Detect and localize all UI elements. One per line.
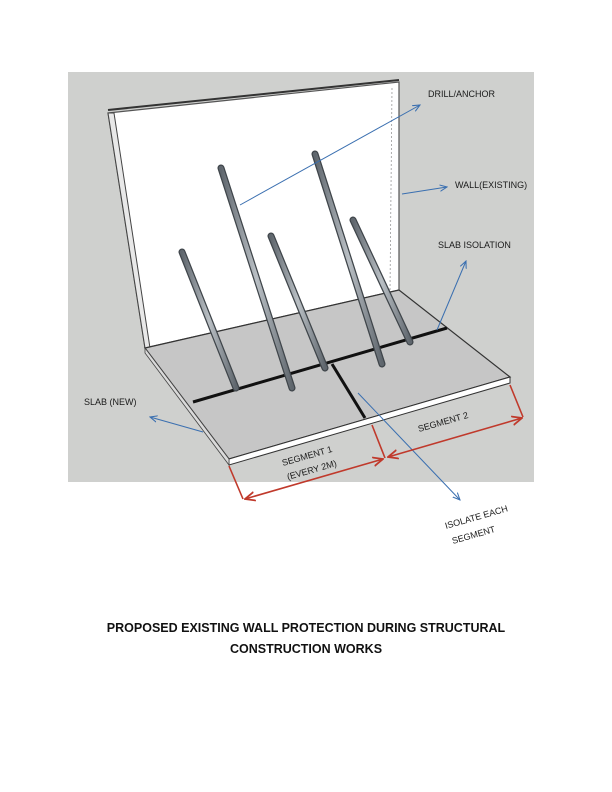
slab-isolation-arrow: [436, 261, 466, 331]
segment-isolation-line: [330, 363, 367, 419]
segment-2-extension-right: [509, 384, 524, 418]
wall-back-edge: [389, 87, 393, 291]
slab-isolation-label: SLAB ISOLATION: [438, 240, 511, 250]
wall-existing-label: WALL(EXISTING): [455, 180, 527, 190]
diagram-caption: PROPOSED EXISTING WALL PROTECTION DURING…: [60, 618, 552, 660]
anchor-rods: [178, 150, 414, 392]
wall-top-edge: [107, 79, 400, 111]
segment-1-extension-left: [228, 465, 244, 500]
wall-existing-arrow: [401, 187, 447, 195]
drill-anchor-label: DRILL/ANCHOR: [428, 89, 496, 99]
isolate-each-label: ISOLATE EACH: [444, 503, 509, 530]
caption-line-2: CONSTRUCTION WORKS: [229, 642, 383, 656]
slab-left-edge: [144, 346, 230, 467]
segment-1-extension-right: [371, 424, 386, 459]
segment-2-dimension-arrow: [388, 418, 522, 457]
segment-1-dimension-arrow: [245, 459, 383, 499]
slab-new-label: SLAB (NEW): [84, 397, 137, 407]
caption-line-1: PROPOSED EXISTING WALL PROTECTION DURING…: [106, 621, 506, 635]
slab-new-arrow: [150, 417, 204, 433]
drill-anchor-arrow: [239, 105, 420, 206]
